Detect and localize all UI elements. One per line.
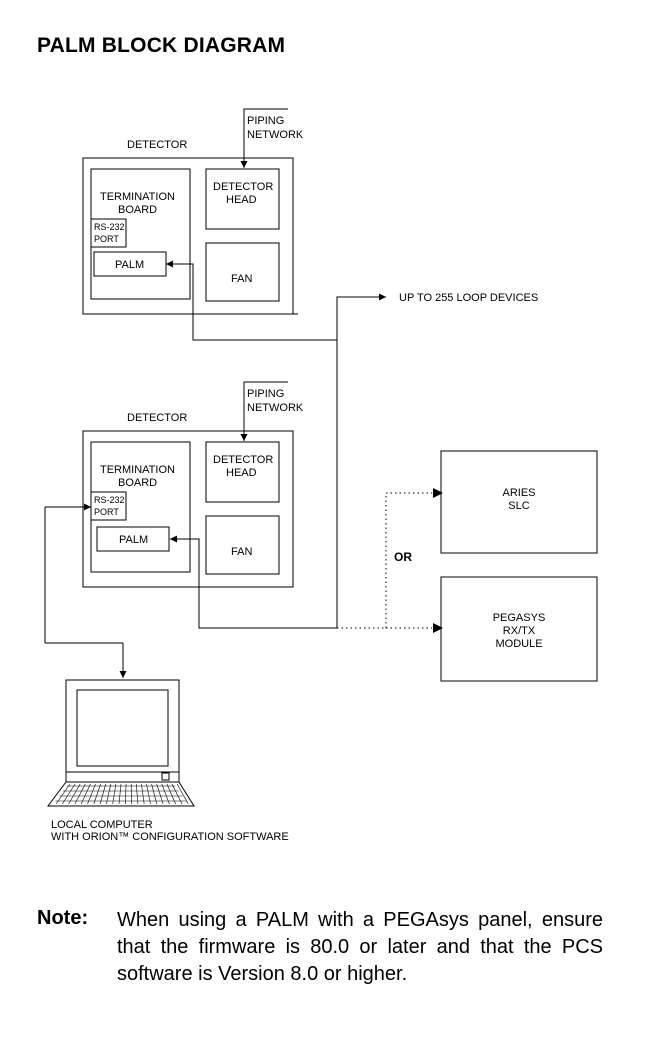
head-label-1a: DETECTOR bbox=[213, 181, 273, 193]
detector-1-enclosure bbox=[82, 157, 294, 315]
rs232-label-1: RS-232 bbox=[94, 222, 125, 232]
palm-link-2 bbox=[170, 535, 337, 629]
note-label: Note: bbox=[37, 907, 89, 929]
palm-link-1 bbox=[166, 260, 337, 341]
piping-label-2: PIPING bbox=[247, 388, 284, 400]
fan-1 bbox=[205, 242, 280, 302]
detector-label-1: DETECTOR bbox=[127, 139, 187, 151]
port-label-1: PORT bbox=[94, 234, 119, 244]
note-text: When using a PALM with a PEGAsys panel, … bbox=[117, 909, 603, 985]
board-label-1: BOARD bbox=[118, 204, 157, 216]
module-label: MODULE bbox=[495, 638, 542, 650]
aries-slc-box bbox=[440, 450, 598, 554]
detector-label-2: DETECTOR bbox=[127, 412, 187, 424]
palm-label-2: PALM bbox=[119, 534, 148, 546]
detector-2-enclosure bbox=[82, 430, 294, 588]
port-label-2: PORT bbox=[94, 507, 119, 517]
slc-label: SLC bbox=[508, 500, 529, 512]
computer-icon bbox=[47, 679, 195, 807]
rs232-port-2 bbox=[90, 491, 127, 521]
loop-bus bbox=[336, 293, 386, 628]
detector-head-2 bbox=[205, 441, 280, 503]
palm-module-2 bbox=[96, 526, 170, 552]
detector-2 bbox=[82, 381, 337, 629]
diagram-title: PALM BLOCK DIAGRAM bbox=[37, 34, 286, 57]
detector-1 bbox=[82, 108, 337, 341]
block-diagram: PIPING NETWORK DETECTOR TERMINATION BOAR… bbox=[44, 108, 598, 843]
piping-label-1: PIPING bbox=[247, 115, 284, 127]
termination-label-2: TERMINATION bbox=[100, 464, 175, 476]
head-label-2b: HEAD bbox=[226, 467, 257, 479]
pegasys-box bbox=[440, 576, 598, 682]
or-label: OR bbox=[394, 550, 412, 564]
board-label-2: BOARD bbox=[118, 477, 157, 489]
network-label-2: NETWORK bbox=[247, 402, 304, 414]
rs232-port-1 bbox=[90, 218, 127, 248]
aries-label: ARIES bbox=[502, 487, 535, 499]
termination-label-1: TERMINATION bbox=[100, 191, 175, 203]
detector-head-1 bbox=[205, 168, 280, 230]
head-label-2a: DETECTOR bbox=[213, 454, 273, 466]
network-label-1: NETWORK bbox=[247, 129, 304, 141]
computer-label-1: LOCAL COMPUTER bbox=[51, 819, 153, 831]
piping-line-1 bbox=[240, 108, 288, 168]
fan-label-2: FAN bbox=[231, 546, 252, 558]
pegasys-label: PEGASYS bbox=[493, 612, 546, 624]
rs232-label-2: RS-232 bbox=[94, 495, 125, 505]
rxtx-label: RX/TX bbox=[503, 625, 536, 637]
piping-line-2 bbox=[240, 381, 288, 441]
panel-link-arrows bbox=[433, 488, 443, 633]
fan-2 bbox=[205, 515, 280, 575]
fan-label-1: FAN bbox=[231, 273, 252, 285]
loop-devices-label: UP TO 255 LOOP DEVICES bbox=[399, 292, 538, 304]
panel-links bbox=[337, 492, 432, 629]
computer-label-2: WITH ORION™ CONFIGURATION SOFTWARE bbox=[51, 831, 289, 843]
palm-label-1: PALM bbox=[115, 259, 144, 271]
rs232-cable bbox=[44, 503, 127, 678]
head-label-1b: HEAD bbox=[226, 194, 257, 206]
